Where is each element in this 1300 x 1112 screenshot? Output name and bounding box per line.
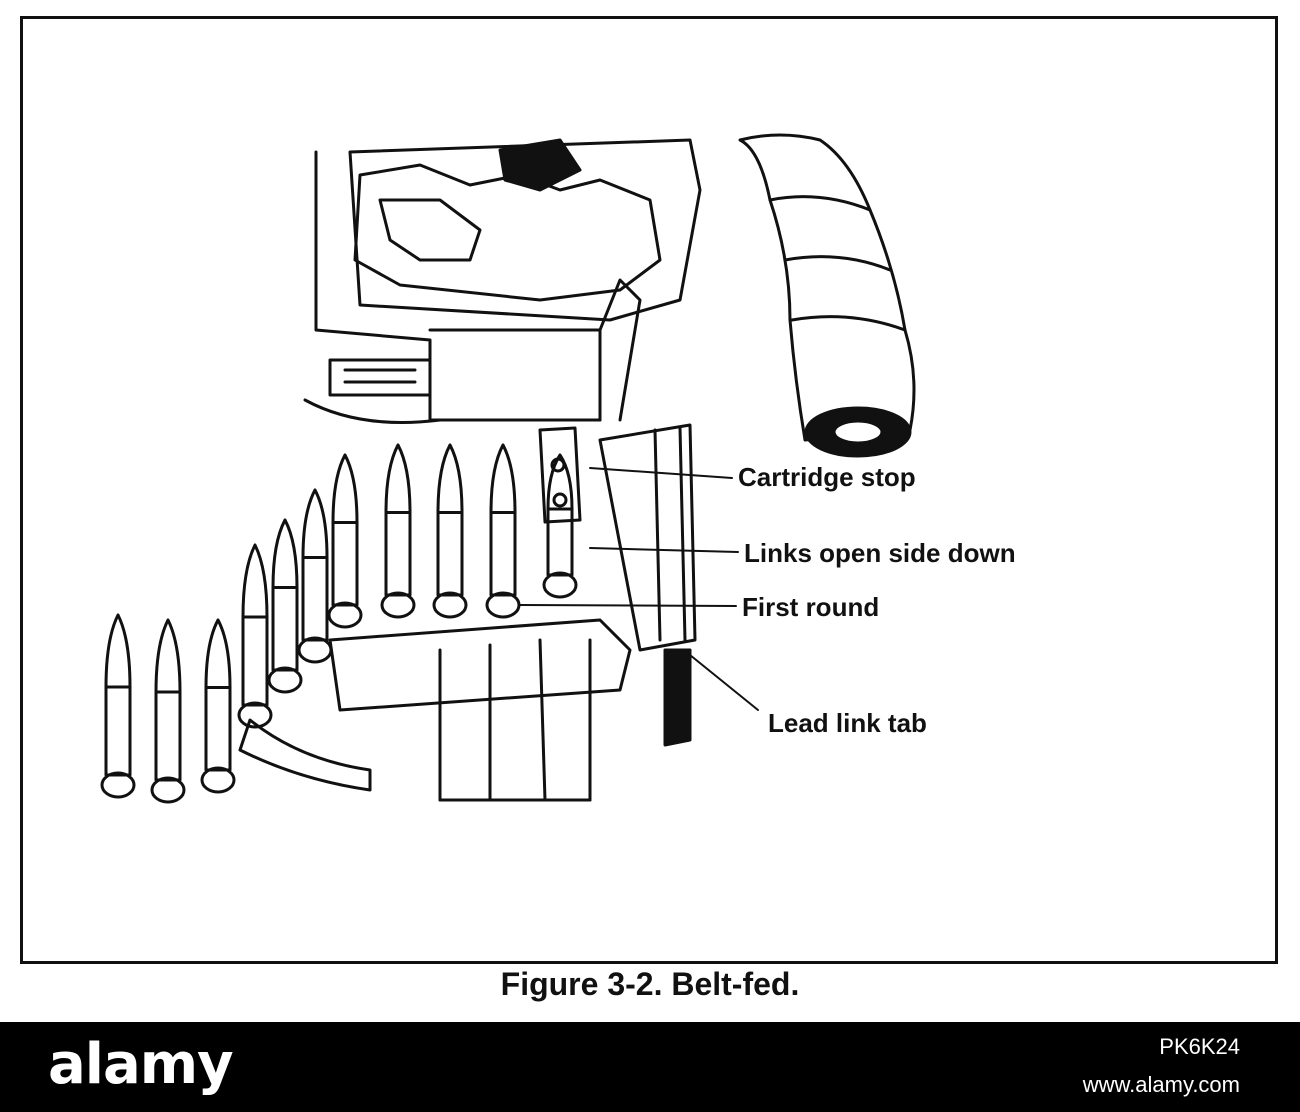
cartridge: [327, 453, 363, 629]
feed-tray-drawing: [238, 423, 697, 802]
cartridge: [237, 543, 273, 729]
callout-links-open-side-down: Links open side down: [744, 538, 1016, 568]
belt-fed-illustration: [100, 133, 916, 804]
cartridge: [200, 618, 236, 794]
ammunition-belt-drawing: [100, 443, 578, 804]
callout-cartridge-stop: Cartridge stop: [738, 462, 916, 492]
figure-frame: [20, 16, 1278, 964]
brand-logo: alamy: [48, 1032, 234, 1097]
cartridge: [267, 518, 303, 694]
callout-first-round: First round: [742, 592, 880, 622]
cartridge: [297, 488, 333, 664]
figure-caption: Figure 3-2. Belt-fed.: [500, 966, 800, 1002]
cartridge: [380, 443, 416, 619]
carrying-handle-drawing: [738, 133, 916, 458]
cartridge: [542, 453, 578, 599]
callout-leader-lines: [519, 467, 759, 711]
cartridge: [485, 443, 521, 619]
cartridge: [150, 618, 186, 804]
watermark-footer: alamy PK6K24 www.alamy.com: [0, 1022, 1300, 1112]
site-url: www.alamy.com: [1082, 1072, 1240, 1097]
cartridge: [100, 613, 136, 799]
cartridge: [432, 443, 468, 619]
image-id: PK6K24: [1159, 1034, 1240, 1059]
callout-lead-link-tab: Lead link tab: [768, 708, 927, 738]
receiver-drawing: [303, 138, 702, 424]
